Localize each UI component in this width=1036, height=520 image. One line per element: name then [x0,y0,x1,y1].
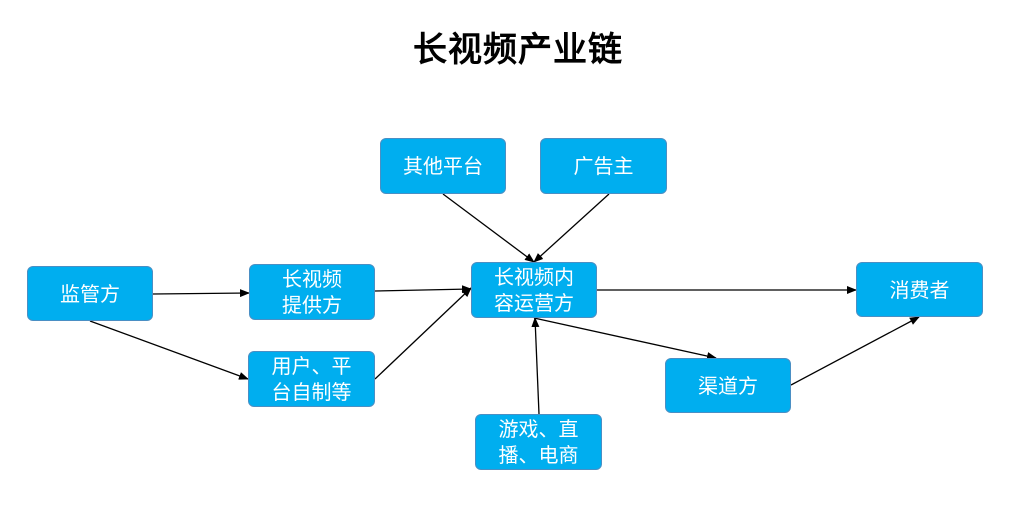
node-label-line: 广告主 [573,154,634,178]
node-label-line: 容运营方 [494,291,574,315]
node-label-line: 台自制等 [271,380,352,404]
node-label-line: 监管方 [60,281,120,306]
node-long-video-provider: 长视频 提供方 [249,264,375,320]
node-other-platforms: 其他平台 [380,138,506,194]
arrow-jianguan-to-yonghu [89,320,249,380]
node-label-line: 用户、平 [271,354,352,378]
node-content-operator: 长视频内 容运营方 [471,262,597,318]
node-games-live-ecommerce: 游戏、直 播、电商 [475,414,602,470]
node-label-line: 消费者 [889,277,950,302]
node-label-line: 长视频 [282,267,342,291]
node-label-line: 渠道方 [698,373,758,398]
arrow-tigong-to-yunying [374,285,472,294]
node-label-line: 游戏、直 [498,417,579,441]
arrow-yunying-to-qudao [533,317,717,360]
node-label-line: 其他平台 [403,154,483,178]
diagram-title: 长视频产业链 [413,30,623,70]
arrow-qita-to-yunying [442,193,535,263]
node-consumer: 消费者 [856,262,983,317]
arrow-yonghu-to-yunying [374,287,472,380]
arrow-guanggao-to-yunying [533,193,610,263]
node-advertisers: 广告主 [540,138,667,194]
node-channel: 渠道方 [665,358,791,413]
arrow-qudao-to-xiaofei [790,316,920,386]
node-user-platform-produced: 用户、平 台自制等 [248,351,375,407]
node-label-line: 播、电商 [498,443,579,467]
arrow-jianguan-to-tigong [152,289,250,298]
node-label-line: 长视频内 [494,265,574,289]
node-label-line: 提供方 [282,293,342,317]
node-regulator: 监管方 [27,266,153,321]
arrow-youxi-to-yunying [531,317,540,415]
